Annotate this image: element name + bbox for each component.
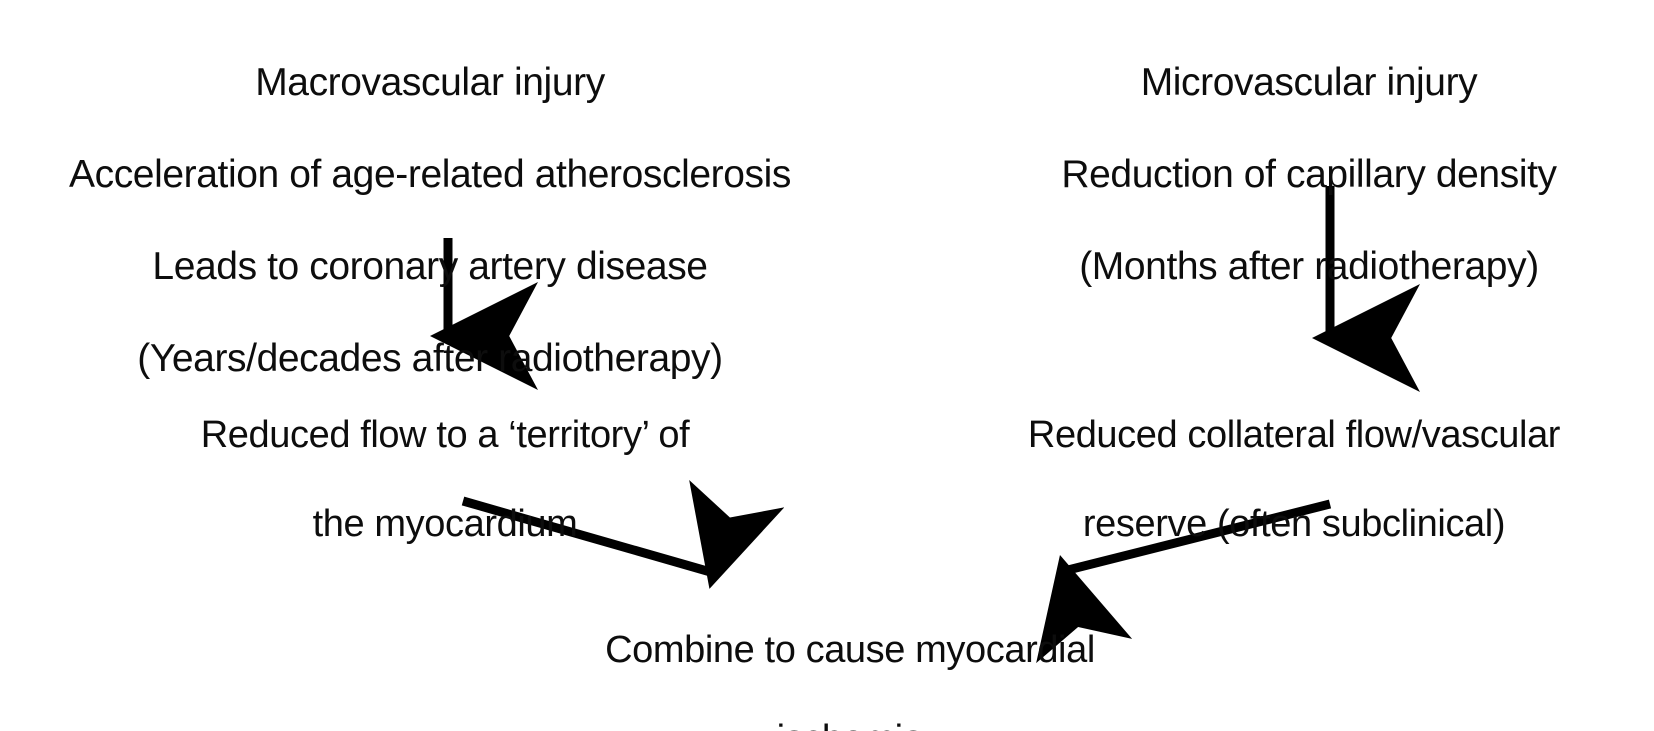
- node-reduced-collateral-line-2: reserve (often subclinical): [1082, 503, 1506, 546]
- node-reduced-collateral-flow: Reduced collateral flow/vascular reserve…: [952, 368, 1636, 592]
- node-reduced-collateral-line-1: Reduced collateral flow/vascular: [1027, 413, 1561, 456]
- node-microvascular-injury: Microvascular injury Reduction of capill…: [966, 14, 1652, 336]
- node-reduced-flow-line-1: Reduced flow to a ‘territory’ of: [200, 413, 690, 456]
- node-macrovascular-line-3: Leads to coronary artery disease: [152, 245, 708, 289]
- node-reduced-flow-line-2: the myocardium: [312, 503, 578, 546]
- node-combine-line-2: ischemia: [560, 717, 1140, 731]
- node-macrovascular-line-4: (Years/decades after radiotherapy): [137, 337, 723, 381]
- node-macrovascular-line-1: Macrovascular injury: [255, 61, 605, 105]
- node-combine-myocardial-ischemia: Combine to cause myocardial ischemia: [560, 583, 1140, 731]
- node-microvascular-line-1: Microvascular injury: [1140, 61, 1478, 105]
- node-macrovascular-injury: Macrovascular injury Acceleration of age…: [10, 14, 850, 428]
- node-microvascular-line-2: Reduction of capillary density: [1061, 153, 1557, 197]
- node-combine-line-1: Combine to cause myocardial: [605, 628, 1095, 671]
- node-reduced-flow: Reduced flow to a ‘territory’ of the myo…: [140, 368, 750, 592]
- node-macrovascular-line-2: Acceleration of age-related atherosclero…: [68, 153, 792, 197]
- node-microvascular-line-3: (Months after radiotherapy): [1079, 245, 1539, 289]
